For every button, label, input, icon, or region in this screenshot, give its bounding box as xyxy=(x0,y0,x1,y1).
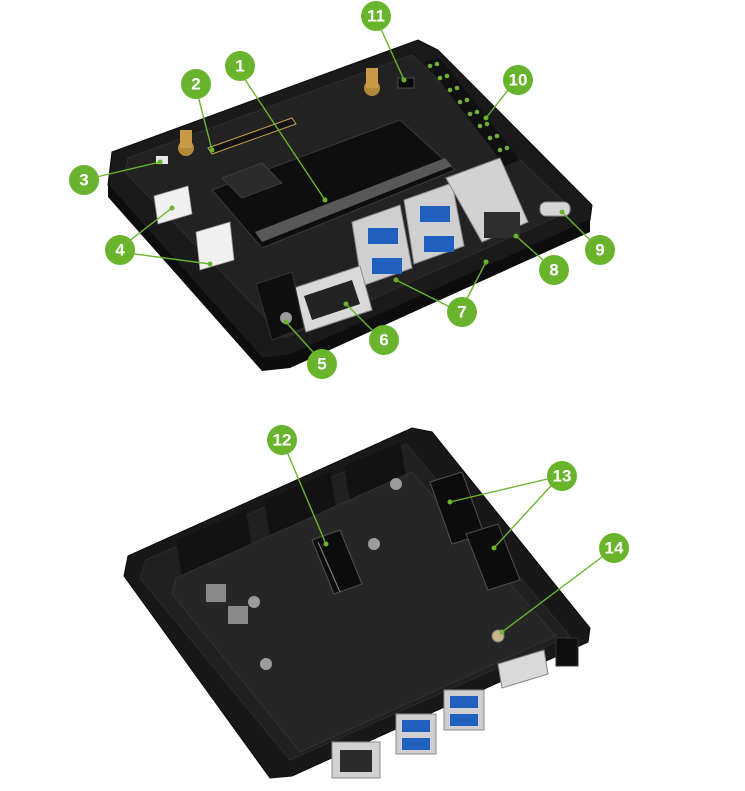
callout-1: 1 xyxy=(225,51,255,81)
callout-8: 8 xyxy=(539,255,569,285)
callout-4: 4 xyxy=(105,235,135,265)
module-chip xyxy=(221,162,283,199)
callout-label: 2 xyxy=(191,75,200,94)
callout-label: 8 xyxy=(549,261,558,280)
callout-label: 3 xyxy=(79,171,88,190)
callout-label: 7 xyxy=(457,303,466,322)
dc-jack xyxy=(255,271,305,341)
callout-13: 13 xyxy=(547,461,577,491)
standoff-right-body xyxy=(366,68,378,88)
bottom-dc-jack xyxy=(555,637,579,667)
callout-3: 3 xyxy=(69,165,99,195)
callout-6: 6 xyxy=(369,325,399,355)
inductor-2 xyxy=(228,606,248,624)
callout-9: 9 xyxy=(585,235,615,265)
callout-label: 13 xyxy=(553,467,572,486)
standoff-left-body xyxy=(180,130,192,148)
ethernet-port xyxy=(445,157,529,243)
callout-10: 10 xyxy=(503,65,533,95)
top-view xyxy=(107,39,593,371)
bottom-view xyxy=(123,427,591,779)
bottom-ethernet-port xyxy=(331,741,381,779)
fan-connector xyxy=(397,77,415,89)
bottom-displayport xyxy=(497,649,549,689)
camera-connector-2 xyxy=(195,221,235,271)
callout-2: 2 xyxy=(181,69,211,99)
top-case-side xyxy=(108,185,590,371)
callout-label: 4 xyxy=(115,241,125,260)
gpio-pins xyxy=(427,61,510,153)
callout-label: 10 xyxy=(509,71,528,90)
gpio-header xyxy=(425,58,520,166)
callout-12: 12 xyxy=(267,425,297,455)
callout-11: 11 xyxy=(361,1,391,31)
inductor-1 xyxy=(206,584,226,602)
screw-1 xyxy=(368,538,380,550)
module-slot-pins xyxy=(255,158,452,242)
callout-label: 1 xyxy=(235,57,244,76)
case-rib-2 xyxy=(264,472,338,548)
callout-label: 9 xyxy=(595,241,604,260)
usb-c-port xyxy=(539,201,571,217)
small-connector xyxy=(156,156,168,164)
callout-5: 5 xyxy=(307,349,337,379)
bottom-usb3-ports xyxy=(395,689,485,755)
usb3-ports xyxy=(351,182,465,287)
callout-7: 7 xyxy=(447,297,477,327)
screw-3 xyxy=(260,658,272,670)
m2-slots-key-m xyxy=(429,471,521,591)
screw-2 xyxy=(248,596,260,608)
screw-4 xyxy=(390,478,402,490)
callout-label: 14 xyxy=(605,539,624,558)
callout-label: 6 xyxy=(379,331,388,350)
callout-label: 11 xyxy=(367,7,385,26)
module-slot xyxy=(211,119,456,249)
callout-label: 12 xyxy=(273,431,292,450)
callout-14: 14 xyxy=(599,533,629,563)
callout-label: 5 xyxy=(317,355,326,374)
